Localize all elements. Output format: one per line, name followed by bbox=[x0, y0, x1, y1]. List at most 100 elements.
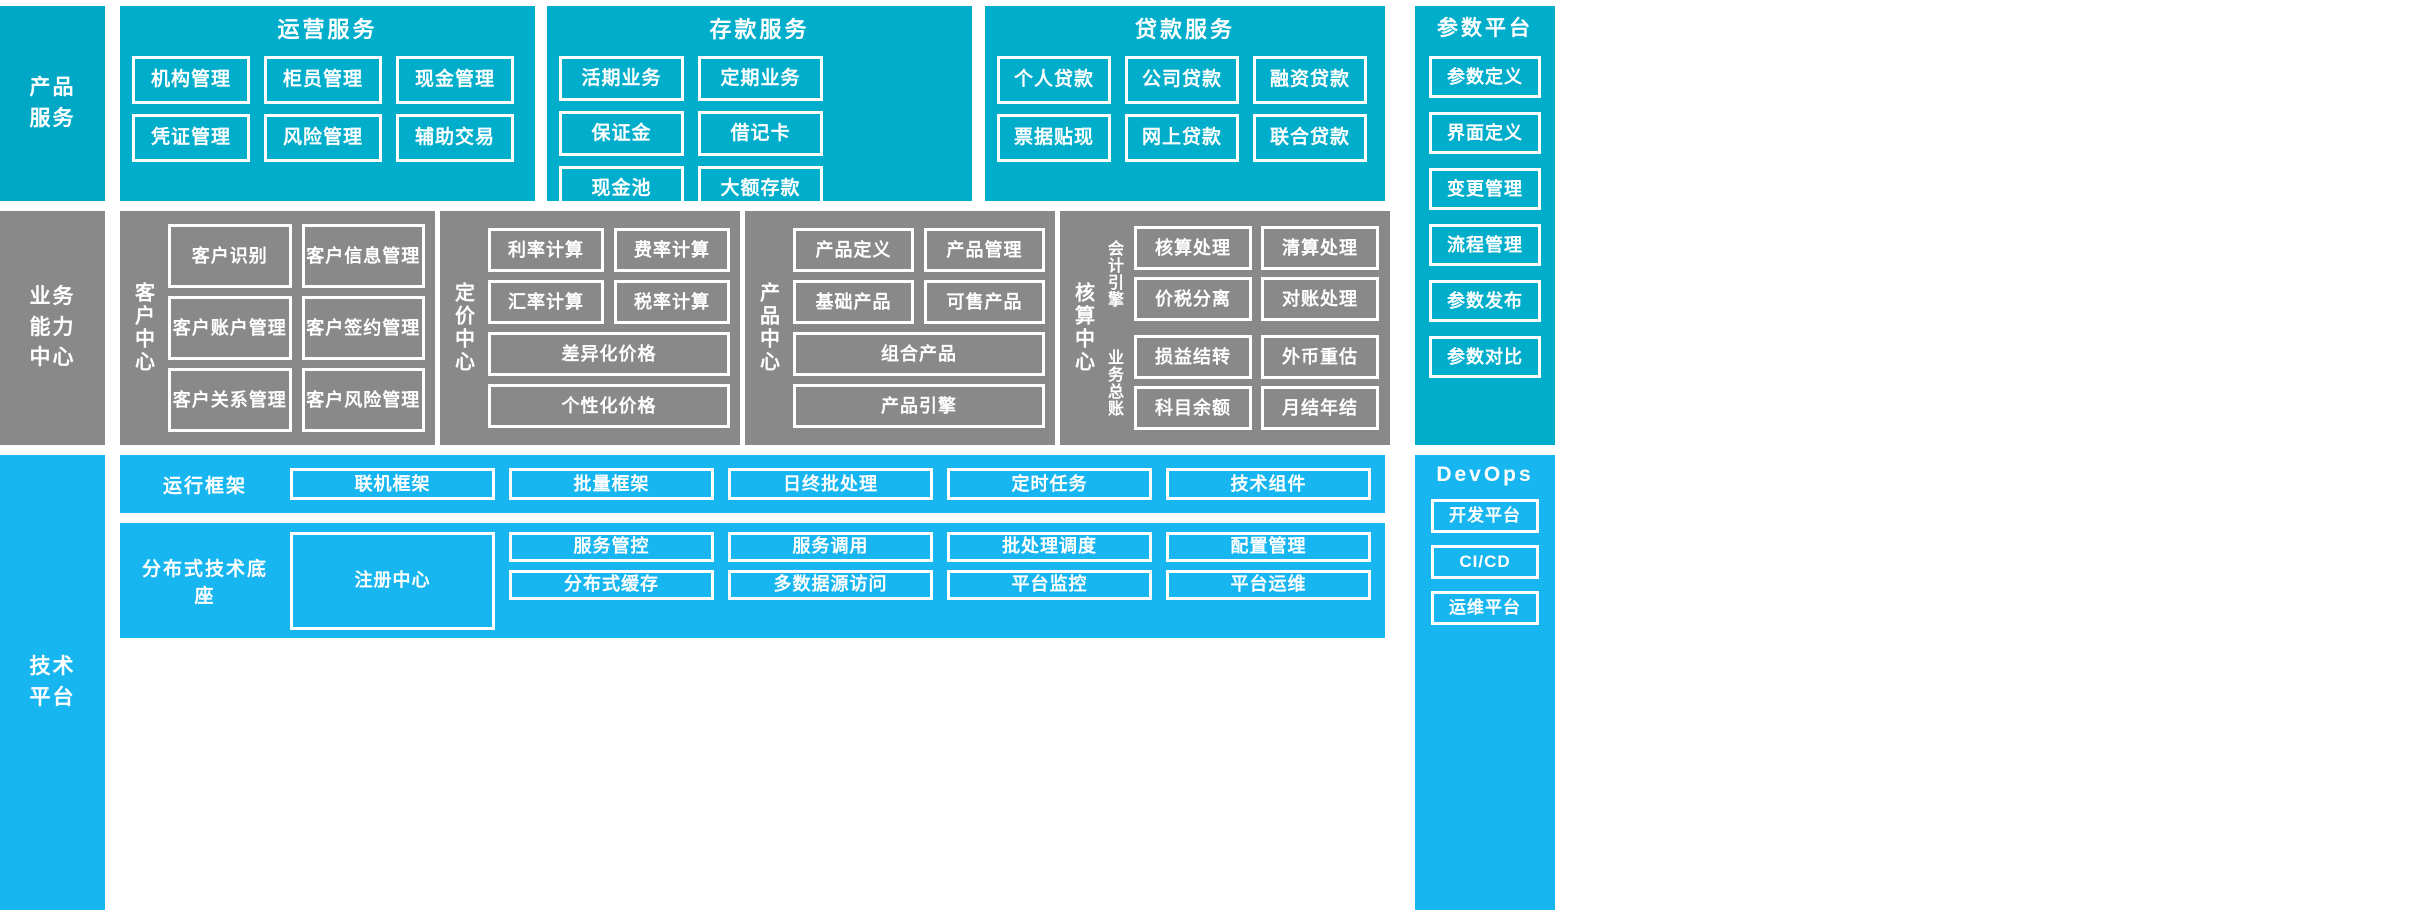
group-title-devops: DevOps bbox=[1436, 463, 1534, 486]
base-item[interactable]: 平台运维 bbox=[1166, 569, 1371, 600]
band-label-business-capability: 业务能力中心 bbox=[0, 211, 105, 445]
product-service-band: 产品服务 运营服务 机构管理 柜员管理 现金管理 凭证管理 风险管理 辅助交易 … bbox=[0, 0, 2423, 445]
service-item[interactable]: 借记卡 bbox=[698, 111, 823, 156]
capability-item[interactable]: 可售产品 bbox=[924, 280, 1045, 324]
capability-item[interactable]: 费率计算 bbox=[614, 228, 730, 272]
center-label-customer: 客户中心 bbox=[131, 282, 154, 374]
center-accounting: 核算中心 会计引擎 核算处理 清算处理 价税分离 对账处理 业务总账 损益结转 … bbox=[1060, 211, 1390, 445]
service-item[interactable]: 票据贴现 bbox=[997, 114, 1111, 162]
capability-item[interactable]: 客户信息管理 bbox=[301, 224, 425, 288]
param-item[interactable]: 参数对比 bbox=[1429, 336, 1541, 378]
service-item[interactable]: 现金管理 bbox=[396, 56, 514, 104]
capability-item[interactable]: 外币重估 bbox=[1261, 335, 1379, 379]
group-param-platform: 参数平台 参数定义 界面定义 变更管理 流程管理 参数发布 参数对比 bbox=[1415, 6, 1555, 445]
group-loan-service: 贷款服务 个人贷款 公司贷款 融资贷款 票据贴现 网上贷款 联合贷款 bbox=[985, 6, 1385, 201]
service-item[interactable]: 大额存款 bbox=[698, 166, 823, 211]
runtime-item[interactable]: 技术组件 bbox=[1166, 468, 1371, 500]
band-label-technical-platform: 技术平台 bbox=[0, 455, 105, 910]
service-item[interactable]: 风险管理 bbox=[264, 114, 382, 162]
base-item[interactable]: 批处理调度 bbox=[947, 531, 1152, 562]
service-item[interactable]: 联合贷款 bbox=[1253, 114, 1367, 162]
subgroup-label-accounting-engine: 会计引擎 bbox=[1105, 239, 1122, 308]
center-product: 产品中心 产品定义 产品管理 基础产品 可售产品 组合产品 产品引擎 bbox=[745, 211, 1055, 445]
runtime-item[interactable]: 批量框架 bbox=[509, 468, 714, 500]
runtime-item[interactable]: 日终批处理 bbox=[728, 468, 933, 500]
service-item[interactable]: 融资贷款 bbox=[1253, 56, 1367, 104]
service-item[interactable]: 定期业务 bbox=[698, 56, 823, 101]
capability-item[interactable]: 个性化价格 bbox=[488, 384, 730, 428]
band-label-text: 技术平台 bbox=[29, 655, 76, 709]
capability-item[interactable]: 清算处理 bbox=[1261, 226, 1379, 270]
group-title-operations: 运营服务 bbox=[277, 17, 378, 42]
capability-item[interactable]: 价税分离 bbox=[1134, 277, 1252, 321]
base-item[interactable]: 平台监控 bbox=[947, 569, 1152, 600]
capability-item[interactable]: 产品定义 bbox=[793, 228, 914, 272]
capability-item[interactable]: 客户账户管理 bbox=[168, 296, 292, 360]
capability-item[interactable]: 损益结转 bbox=[1134, 335, 1252, 379]
service-item[interactable]: 辅助交易 bbox=[396, 114, 514, 162]
center-label-accounting: 核算中心 bbox=[1071, 282, 1094, 374]
subgroup-label-general-ledger: 业务总账 bbox=[1105, 348, 1122, 417]
service-item[interactable]: 保证金 bbox=[559, 111, 684, 156]
band-label-product-service: 产品服务 bbox=[0, 6, 105, 201]
capability-item[interactable]: 基础产品 bbox=[793, 280, 914, 324]
service-item[interactable]: 现金池 bbox=[559, 166, 684, 211]
capability-item[interactable]: 利率计算 bbox=[488, 228, 604, 272]
center-customer: 客户中心 客户识别 客户信息管理 客户账户管理 客户签约管理 客户关系管理 客户… bbox=[120, 211, 435, 445]
center-label-pricing: 定价中心 bbox=[451, 282, 474, 374]
group-runtime-framework: 运行框架 联机框架 批量框架 日终批处理 定时任务 技术组件 bbox=[120, 455, 1385, 513]
group-title-loan: 贷款服务 bbox=[1134, 17, 1235, 42]
group-title-runtime-framework: 运行框架 bbox=[162, 475, 247, 497]
service-item[interactable]: 柜员管理 bbox=[264, 56, 382, 104]
service-item[interactable]: 个人贷款 bbox=[997, 56, 1111, 104]
group-deposit-service: 存款服务 活期业务 定期业务 保证金 借记卡 现金池 大额存款 结构性存款 账户… bbox=[547, 6, 972, 321]
devops-item[interactable]: CI/CD bbox=[1431, 545, 1539, 579]
devops-item[interactable]: 运维平台 bbox=[1431, 591, 1539, 625]
base-item[interactable]: 多数据源访问 bbox=[728, 569, 933, 600]
registry-center[interactable]: 注册中心 bbox=[290, 531, 495, 630]
capability-item[interactable]: 客户风险管理 bbox=[301, 368, 425, 432]
param-item[interactable]: 参数定义 bbox=[1429, 56, 1541, 98]
business-capability-band: 业务能力中心 客户中心 客户识别 客户信息管理 客户账户管理 客户签约管理 客户… bbox=[0, 211, 2423, 445]
group-title-param-platform: 参数平台 bbox=[1437, 17, 1533, 40]
service-item[interactable]: 凭证管理 bbox=[132, 114, 250, 162]
capability-item[interactable]: 客户识别 bbox=[168, 224, 292, 288]
base-item[interactable]: 服务管控 bbox=[509, 531, 714, 562]
service-item[interactable]: 机构管理 bbox=[132, 56, 250, 104]
runtime-item[interactable]: 定时任务 bbox=[947, 468, 1152, 500]
group-operations-service: 运营服务 机构管理 柜员管理 现金管理 凭证管理 风险管理 辅助交易 bbox=[120, 6, 535, 201]
param-item[interactable]: 变更管理 bbox=[1429, 168, 1541, 210]
param-item[interactable]: 流程管理 bbox=[1429, 224, 1541, 266]
capability-item[interactable]: 差异化价格 bbox=[488, 332, 730, 376]
service-item[interactable]: 活期业务 bbox=[559, 56, 684, 101]
capability-item[interactable]: 产品管理 bbox=[924, 228, 1045, 272]
capability-item[interactable]: 汇率计算 bbox=[488, 280, 604, 324]
devops-item[interactable]: 开发平台 bbox=[1431, 499, 1539, 533]
param-item[interactable]: 界面定义 bbox=[1429, 112, 1541, 154]
service-item[interactable]: 网上贷款 bbox=[1125, 114, 1239, 162]
capability-item[interactable]: 客户签约管理 bbox=[301, 296, 425, 360]
capability-item[interactable]: 产品引擎 bbox=[793, 384, 1045, 428]
capability-item[interactable]: 对账处理 bbox=[1261, 277, 1379, 321]
param-item[interactable]: 参数发布 bbox=[1429, 280, 1541, 322]
capability-item[interactable]: 月结年结 bbox=[1261, 386, 1379, 430]
base-item[interactable]: 服务调用 bbox=[728, 531, 933, 562]
base-item[interactable]: 配置管理 bbox=[1166, 531, 1371, 562]
group-title-deposit: 存款服务 bbox=[709, 17, 810, 42]
capability-item[interactable]: 科目余额 bbox=[1134, 386, 1252, 430]
capability-item[interactable]: 核算处理 bbox=[1134, 226, 1252, 270]
group-distributed-base: 分布式技术底座 注册中心 服务管控 服务调用 批处理调度 配置管理 分布式缓存 … bbox=[120, 523, 1385, 638]
capability-item[interactable]: 组合产品 bbox=[793, 332, 1045, 376]
service-item[interactable]: 公司贷款 bbox=[1125, 56, 1239, 104]
subgroup-accounting-engine: 会计引擎 核算处理 清算处理 价税分离 对账处理 bbox=[1100, 219, 1380, 328]
capability-item[interactable]: 税率计算 bbox=[614, 280, 730, 324]
capability-item[interactable]: 客户关系管理 bbox=[168, 368, 292, 432]
runtime-item[interactable]: 联机框架 bbox=[290, 468, 495, 500]
group-devops: DevOps 开发平台 CI/CD 运维平台 bbox=[1415, 455, 1555, 910]
band-label-text: 业务能力中心 bbox=[29, 285, 76, 370]
group-title-distributed-base: 分布式技术底座 bbox=[141, 558, 268, 607]
band-label-text: 产品服务 bbox=[29, 76, 76, 130]
subgroup-general-ledger: 业务总账 损益结转 外币重估 科目余额 月结年结 bbox=[1100, 328, 1380, 437]
base-item[interactable]: 分布式缓存 bbox=[509, 569, 714, 600]
